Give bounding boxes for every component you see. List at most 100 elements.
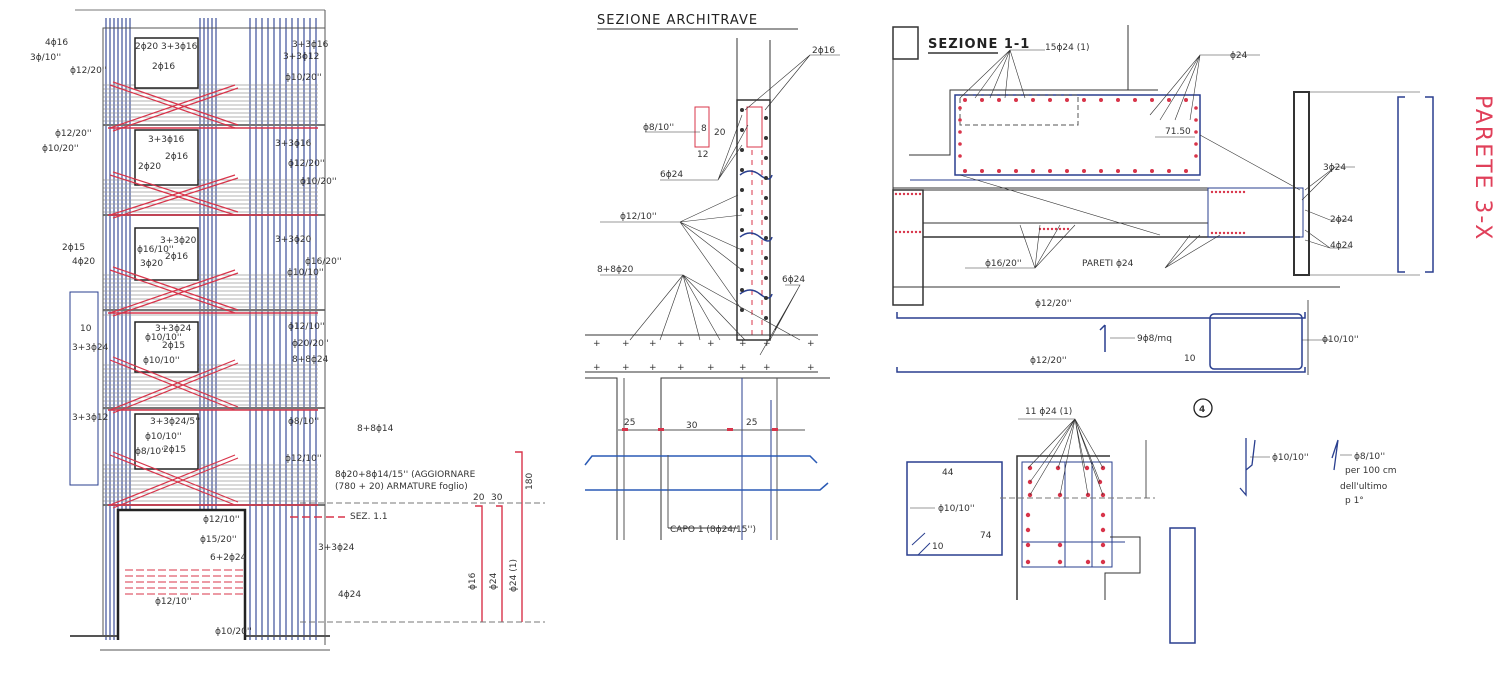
rebar-cross: + [677,363,685,373]
rebar-label: 3+3ϕ12 [72,413,108,423]
rebar-dot [1082,169,1086,173]
rebar-dot [958,154,962,158]
detail-4-labels: 11 ϕ24 (1) 4 44 ϕ10/10'' 74 10 ϕ10/10'' … [932,405,1397,552]
rebar-label: 11 ϕ24 (1) [1025,407,1072,417]
rebar-dot [1184,169,1188,173]
dimension-label: 74 [980,531,992,541]
rebar-dot [1238,190,1242,194]
rebar-dot [1150,98,1154,102]
rebar-label: PARETI ϕ24 [1082,259,1134,269]
dimension-label: 10 [932,542,944,552]
rebar-label: ϕ24 [1230,51,1248,61]
rebar-label: ϕ8/10'' [1354,452,1385,462]
rebar-label: 3+3ϕ16 [148,135,185,145]
rebar-label: ϕ15/20'' [200,535,237,545]
rebar-dot [1230,190,1234,194]
leader-lines [910,418,1352,509]
rebar-dot [902,230,906,234]
rebar-dot [1031,98,1035,102]
rebar-dot [894,230,898,234]
rebar-label: 3+3ϕ24 [72,343,109,353]
section-marker: SEZ. 1.1 [350,512,388,522]
rebar-label: ϕ12/20'' [70,66,107,76]
rebar-dot [740,288,744,292]
note: dell'ultimo [1340,482,1388,492]
rebar-dot [1238,231,1242,235]
rebar-dot [1210,231,1214,235]
rebar-cross: + [707,363,715,373]
rebar-label: ϕ10/10'' [938,504,975,514]
rebar-label: ϕ10/20'' [215,627,252,637]
rebar-dot [1218,190,1222,194]
rebar-dots: ++++++++++++++++ [593,108,815,431]
dimension-label: 20 [714,128,726,138]
rebar-dot [1234,190,1238,194]
diagonal-rebar [112,177,239,219]
rebar-label: 6+2ϕ24 [210,553,247,563]
rebar-dot [1218,231,1222,235]
rebar-dot [1062,227,1066,231]
rebar-dot [1194,142,1198,146]
rebar-label: 9ϕ8/mq [1137,334,1172,344]
bar-label: ϕ24 [489,572,499,590]
rebar-cross: + [649,363,657,373]
rebar-cross: + [593,363,601,373]
rebar-dot [1194,106,1198,110]
rebar-label: ϕ16/10'' [137,245,174,255]
rebar-dot [740,108,744,112]
rebar-label: ϕ10/10'' [145,432,182,442]
rebar-dot [963,98,967,102]
section-title: SEZIONE 1-1 [928,37,1030,52]
dimension-label: 30 [686,421,698,431]
rebar-dot [1025,527,1031,533]
rebar-dot [1084,465,1090,471]
dimension-label: 44 [942,468,954,478]
wall-label: PARETE 3-X [1470,95,1495,241]
rebar-dot [764,116,768,120]
dimension-label: 30 [491,493,503,503]
architrave-section: ++++++++++++++++ [584,28,840,540]
rebar-dot [910,230,914,234]
rebar-dot [740,168,744,172]
rebar-dot [1234,231,1238,235]
rebar-label: ϕ12/20'' [1035,299,1072,309]
section-1-1 [892,25,1434,375]
rebar-dot [894,192,898,196]
rebar-dot [1099,169,1103,173]
rebar-label: ϕ12/10'' [285,454,322,464]
rebar-label: 2ϕ16 [165,152,188,162]
rebar-cross: + [807,339,815,349]
rebar-label: 3+3ϕ12 [283,52,319,62]
diagonal-rebar [109,359,236,411]
rebar-dot [764,196,768,200]
rebar-label: ϕ10/10'' [1322,335,1359,345]
diagonal-rebar [109,174,236,216]
bar-schedule [290,451,545,623]
rebar-dot [1027,465,1033,471]
rebar-label: 2ϕ24 [1330,215,1353,225]
rebar-label: ϕ12/10'' [155,597,192,607]
rebar-dot [918,230,922,234]
dimension-label: 12 [697,150,708,160]
rebar-dot [1058,227,1062,231]
dimension-label: 25 [624,418,635,428]
diagonal-rebar [109,454,236,506]
dimension-tick [727,428,733,431]
rebar-dot [740,128,744,132]
rebar-label: 6ϕ24 [782,275,805,285]
rebar-label: 4ϕ24 [338,590,361,600]
dimension-tick [658,428,664,431]
rebar-dot [1133,98,1137,102]
diagonal-rebar [109,269,236,314]
rebar-label: ϕ12/10'' [288,322,325,332]
rebar-dot [1116,98,1120,102]
rebar-label: ϕ8/10'' [288,417,319,427]
rebar-dot [1150,169,1154,173]
rebar-dot [958,130,962,134]
diagonal-rebar [112,362,239,414]
rebar-dot [1031,169,1035,173]
rebar-dot [1133,169,1137,173]
rebar-label: ϕ10/10'' [145,333,182,343]
rebar-dot [958,118,962,122]
